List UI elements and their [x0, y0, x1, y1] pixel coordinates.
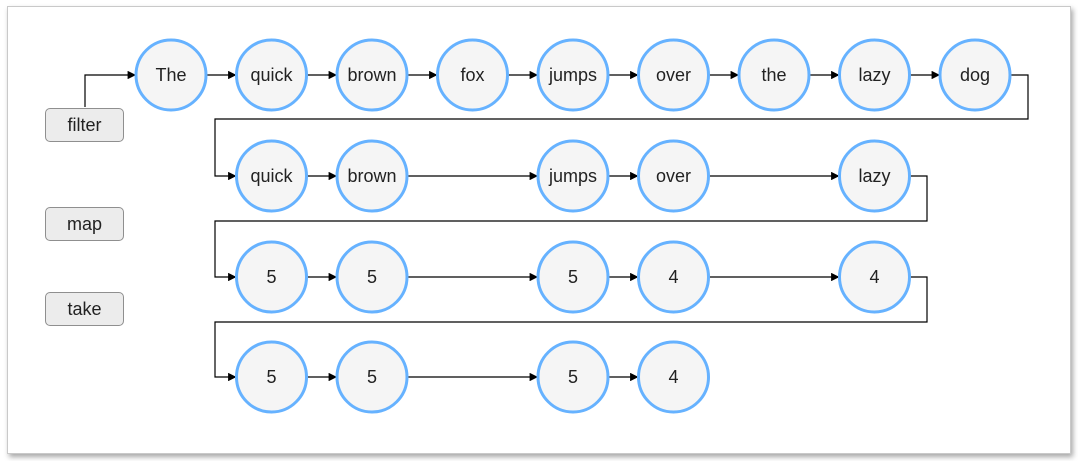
node-label: quick — [250, 166, 293, 186]
node-label: jumps — [548, 166, 597, 186]
node-take-2: 5 — [536, 340, 610, 414]
node-map-0: 5 — [235, 240, 308, 314]
node-take-3: 4 — [637, 340, 710, 414]
node-label: jumps — [548, 65, 597, 85]
node-label: 5 — [266, 367, 276, 387]
node-circle — [637, 240, 710, 314]
node-circle — [637, 139, 710, 213]
node-circle — [235, 240, 308, 314]
node-filter-4: lazy — [838, 139, 911, 213]
node-label: 4 — [668, 267, 678, 287]
node-source-1: quick — [235, 38, 308, 112]
wrap-connector-2 — [214, 276, 928, 382]
node-circle — [335, 340, 409, 414]
node-circle — [235, 340, 308, 414]
node-source-6: the — [737, 38, 811, 112]
node-circle — [838, 240, 911, 314]
map-button[interactable]: map — [45, 207, 124, 241]
node-filter-0: quick — [235, 139, 308, 213]
node-source-3: fox — [436, 38, 509, 112]
node-label: The — [155, 65, 186, 85]
node-source-7: lazy — [838, 38, 911, 112]
node-circle — [838, 139, 911, 213]
node-take-1: 5 — [335, 340, 409, 414]
node-label: lazy — [858, 65, 890, 85]
wrap-connector-0 — [214, 74, 1029, 181]
filter-button[interactable]: filter — [45, 108, 124, 142]
node-circle — [536, 340, 610, 414]
node-map-3: 4 — [637, 240, 710, 314]
node-map-4: 4 — [838, 240, 911, 314]
node-label: 5 — [367, 367, 377, 387]
node-filter-1: brown — [335, 139, 409, 213]
node-circle — [637, 38, 710, 112]
node-circle — [737, 38, 811, 112]
node-take-0: 5 — [235, 340, 308, 414]
node-source-4: jumps — [536, 38, 610, 112]
nodes-layer: The quick brown fox jumps over the lazy dog quick… — [134, 38, 1012, 414]
node-filter-3: over — [637, 139, 710, 213]
node-label: dog — [960, 65, 990, 85]
node-circle — [938, 38, 1012, 112]
node-label: 4 — [869, 267, 879, 287]
node-circle — [536, 38, 610, 112]
node-map-1: 5 — [335, 240, 409, 314]
node-label: 5 — [568, 267, 578, 287]
node-circle — [134, 38, 208, 112]
node-circle — [536, 139, 610, 213]
node-label: brown — [347, 166, 396, 186]
node-label: quick — [250, 65, 293, 85]
take-button[interactable]: take — [45, 292, 124, 326]
node-source-0: The — [134, 38, 208, 112]
node-circle — [536, 240, 610, 314]
node-circle — [637, 340, 710, 414]
node-source-5: over — [637, 38, 710, 112]
node-source-2: brown — [335, 38, 409, 112]
node-circle — [436, 38, 509, 112]
node-label: 5 — [568, 367, 578, 387]
node-source-8: dog — [938, 38, 1012, 112]
edges-layer — [84, 70, 1029, 382]
node-filter-2: jumps — [536, 139, 610, 213]
node-circle — [235, 38, 308, 112]
node-circle — [335, 240, 409, 314]
node-label: the — [761, 65, 786, 85]
node-label: over — [656, 166, 691, 186]
node-label: 5 — [266, 267, 276, 287]
node-circle — [235, 139, 308, 213]
node-label: over — [656, 65, 691, 85]
node-label: 4 — [668, 367, 678, 387]
node-label: 5 — [367, 267, 377, 287]
node-circle — [838, 38, 911, 112]
wrap-connector-1 — [214, 175, 928, 282]
entry-arrow — [84, 70, 136, 107]
node-label: lazy — [858, 166, 890, 186]
node-circle — [335, 38, 409, 112]
node-map-2: 5 — [536, 240, 610, 314]
node-circle — [335, 139, 409, 213]
node-label: brown — [347, 65, 396, 85]
node-label: fox — [460, 65, 484, 85]
